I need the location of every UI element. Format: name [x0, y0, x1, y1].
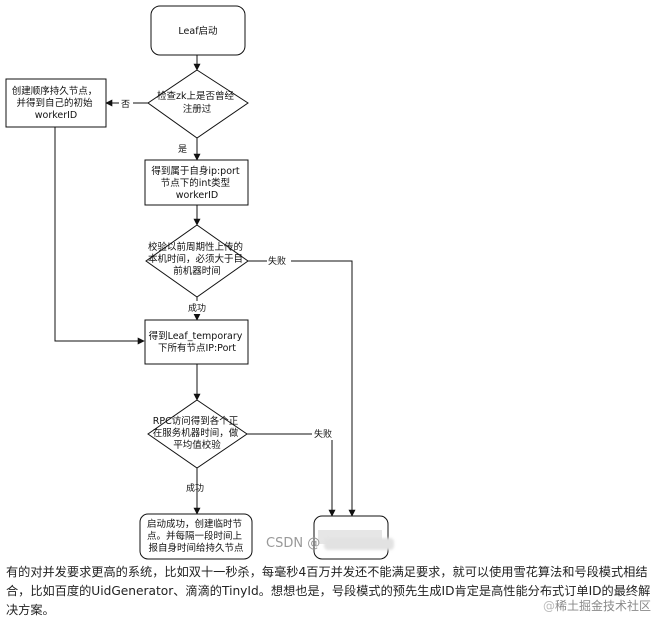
edge-rpc-to-fail: [247, 433, 336, 517]
node-check-time: 校验以前周期性上传的 本机时间，必须大于目 前机器时间: [145, 224, 249, 298]
svg-text:得到Leaf_temporary 下所有节点IP: 得到Leaf_temporary 下所有节点IP:Port: [149, 330, 246, 354]
node-create-sequential: 创建顺序持久节点， 并得到自己的初始 workerID: [5, 78, 107, 128]
at-icon: @: [542, 599, 555, 613]
node-success-line-3: 报自身时间给持久节点: [148, 542, 244, 554]
node-checktime-line-1: 校验以前周期性上传的: [148, 241, 243, 253]
node-check-zk-line-1: 检查zk上是否曾经: [157, 90, 234, 102]
node-start-success: 启动成功，创建临时节 点。并每隔一段时间上 报自身时间给持久节点: [139, 513, 253, 560]
svg-text:得到属于自身ip:port 节点下的int类型: 得到属于自身ip:port 节点下的int类型 workerID: [151, 165, 242, 201]
edge-create-to-getnodes: [54, 127, 145, 345]
node-create-line-2: 并得到自己的初始: [16, 97, 93, 109]
node-rpc-line-2: 在服务机器时间，做: [153, 427, 239, 439]
svg-text:检查zk上是否曾经 注册过: 检查zk上是否曾经 注册过: [157, 90, 237, 115]
node-create-line-3: workerID: [35, 110, 78, 121]
node-get-worker-id: 得到属于自身ip:port 节点下的int类型 workerID: [144, 159, 249, 206]
node-success-line-2: 点。并每隔一段时间上: [147, 530, 243, 542]
node-getid-line-2: 节点下的int类型: [161, 177, 231, 189]
flowchart: 否 是 失败 成功 失败 成功 Leaf启动 检查zk上是否曾经 注册过 创建顺…: [5, 5, 389, 560]
node-rpc-line-3: 平均值校验: [173, 439, 221, 451]
csdn-watermark: CSDN @: [266, 536, 395, 551]
svg-text:启动成功，创建临时节 点。并每隔一段时间上: 启动成功，创建临时节 点。并每隔一段时间上 报自身时间给持久节点: [147, 518, 245, 554]
node-rpc-check: RPC访问得到各个正 在服务机器时间，做 平均值校验: [147, 399, 248, 469]
node-start: Leaf启动: [150, 5, 246, 56]
node-getnodes-line-2: 下所有节点IP:Port: [158, 342, 236, 354]
edge-label-fail-2: 失败: [314, 428, 332, 440]
blurred-username: [324, 537, 395, 550]
svg-text:校验以前周期性上传的 本机时间，必须大于目: 校验以前周期性上传的 本机时间，必须大于目 前机器时间: [148, 241, 246, 277]
node-create-line-1: 创建顺序持久节点，: [12, 85, 98, 97]
svg-text:创建顺序持久节点， 并得到自己的初始: 创建顺序持久节点， 并得到自己的初始 workerID: [12, 85, 101, 121]
edge-checktime-to-fail: [248, 260, 356, 517]
edge-label-yes: 是: [178, 144, 187, 155]
node-rpc-line-1: RPC访问得到各个正: [153, 415, 239, 427]
edge-label-no: 否: [121, 99, 130, 110]
node-start-label: Leaf启动: [178, 25, 217, 37]
edge-labels: 否 是 失败 成功 失败 成功: [119, 96, 338, 494]
node-get-temporary-nodes: 得到Leaf_temporary 下所有节点IP:Port: [144, 319, 249, 365]
svg-text:RPC访问得到各个正 在服务机器时间，做: RPC访问得到各个正 在服务机器时间，做 平均值校验: [153, 415, 242, 451]
edge-label-success-1: 成功: [188, 302, 206, 314]
article-paragraph: 有的对并发要求更高的系统，比如双十一秒杀，每毫秒4百万并发还不能满足要求，就可以…: [6, 565, 651, 617]
node-check-zk: 检查zk上是否曾经 注册过: [147, 69, 249, 139]
csdn-watermark-text: CSDN @: [266, 536, 321, 551]
node-check-zk-line-2: 注册过: [183, 103, 212, 115]
node-getnodes-line-1: 得到Leaf_temporary: [149, 330, 243, 342]
node-checktime-line-3: 前机器时间: [173, 265, 221, 277]
node-getid-line-3: workerID: [176, 190, 219, 201]
juejin-watermark: @稀土掘金技术社区: [543, 597, 651, 614]
juejin-watermark-text: 稀土掘金技术社区: [554, 599, 651, 613]
node-success-line-1: 启动成功，创建临时节: [147, 518, 242, 530]
edge-label-success-2: 成功: [186, 482, 204, 494]
edge-label-fail-1: 失败: [268, 255, 286, 267]
node-getid-line-1: 得到属于自身ip:port: [151, 165, 240, 177]
node-checktime-line-2: 本机时间，必须大于目: [148, 253, 243, 265]
